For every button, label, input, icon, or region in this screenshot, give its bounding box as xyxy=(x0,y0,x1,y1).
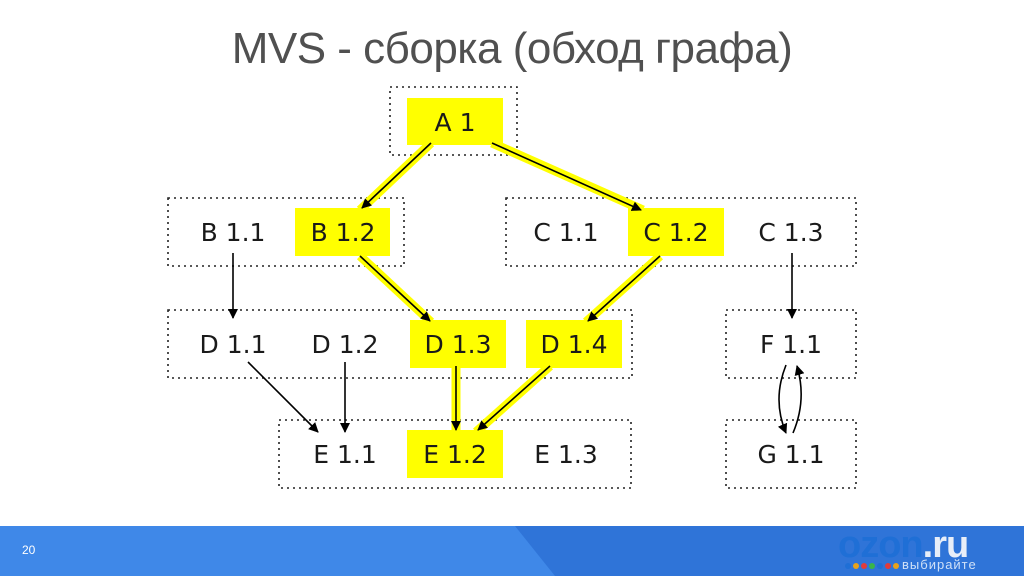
logo-dots xyxy=(845,563,899,569)
node-b11: B 1.1 xyxy=(201,218,266,247)
node-e11: E 1.1 xyxy=(313,440,377,469)
logo-wordmark: ozon.ru xyxy=(838,524,970,567)
node-f11: F 1.1 xyxy=(760,330,822,359)
highlight-d13 xyxy=(410,320,506,368)
edge-f11-g11 xyxy=(777,364,788,434)
node-b12: B 1.2 xyxy=(311,218,376,247)
edge-a1-c12 xyxy=(491,142,642,211)
edge-a1-b12 xyxy=(361,142,432,209)
edge-g11-f11 xyxy=(792,365,805,434)
highlight-c12 xyxy=(628,208,724,256)
slide-title: MVS - сборка (обход графа) xyxy=(231,24,793,73)
node-d11: D 1.1 xyxy=(200,330,267,359)
logo-tagline: выбирайте xyxy=(902,557,977,572)
edge-d14-e12 xyxy=(477,365,551,431)
node-d14: D 1.4 xyxy=(541,330,608,359)
node-a1: A 1 xyxy=(435,108,476,137)
edge-b12-d13 xyxy=(359,255,431,322)
edge-d11-e11 xyxy=(247,361,319,433)
group-f-box xyxy=(725,309,857,379)
node-c11: C 1.1 xyxy=(533,218,598,247)
dependency-graph: A 1 B 1.1 B 1.2 C 1.1 C 1.2 C 1.3 D 1.1 … xyxy=(167,86,857,489)
group-g-box xyxy=(725,419,857,489)
logo-brand-main: ozon xyxy=(838,524,924,566)
highlight-b12 xyxy=(295,208,390,256)
group-b-box xyxy=(167,197,405,267)
group-a-box xyxy=(389,86,518,156)
node-e12: E 1.2 xyxy=(423,440,487,469)
edge-c12-d14 xyxy=(587,255,661,322)
node-c12: C 1.2 xyxy=(643,218,708,247)
group-d-box xyxy=(167,309,633,379)
highlight-e12 xyxy=(407,430,503,478)
node-g11: G 1.1 xyxy=(757,440,824,469)
node-d12: D 1.2 xyxy=(312,330,379,359)
footer-bar: 20 ozon.ru выбирайте xyxy=(0,524,1024,576)
highlight-d14 xyxy=(526,320,622,368)
page-number: 20 xyxy=(22,543,36,557)
logo-brand-suffix: .ru xyxy=(922,524,970,566)
node-c13: C 1.3 xyxy=(758,218,823,247)
node-e13: E 1.3 xyxy=(534,440,598,469)
node-d13: D 1.3 xyxy=(425,330,492,359)
ozon-logo: ozon.ru выбирайте xyxy=(838,524,1018,574)
group-c-box xyxy=(505,197,857,267)
highlight-a1 xyxy=(407,98,503,145)
